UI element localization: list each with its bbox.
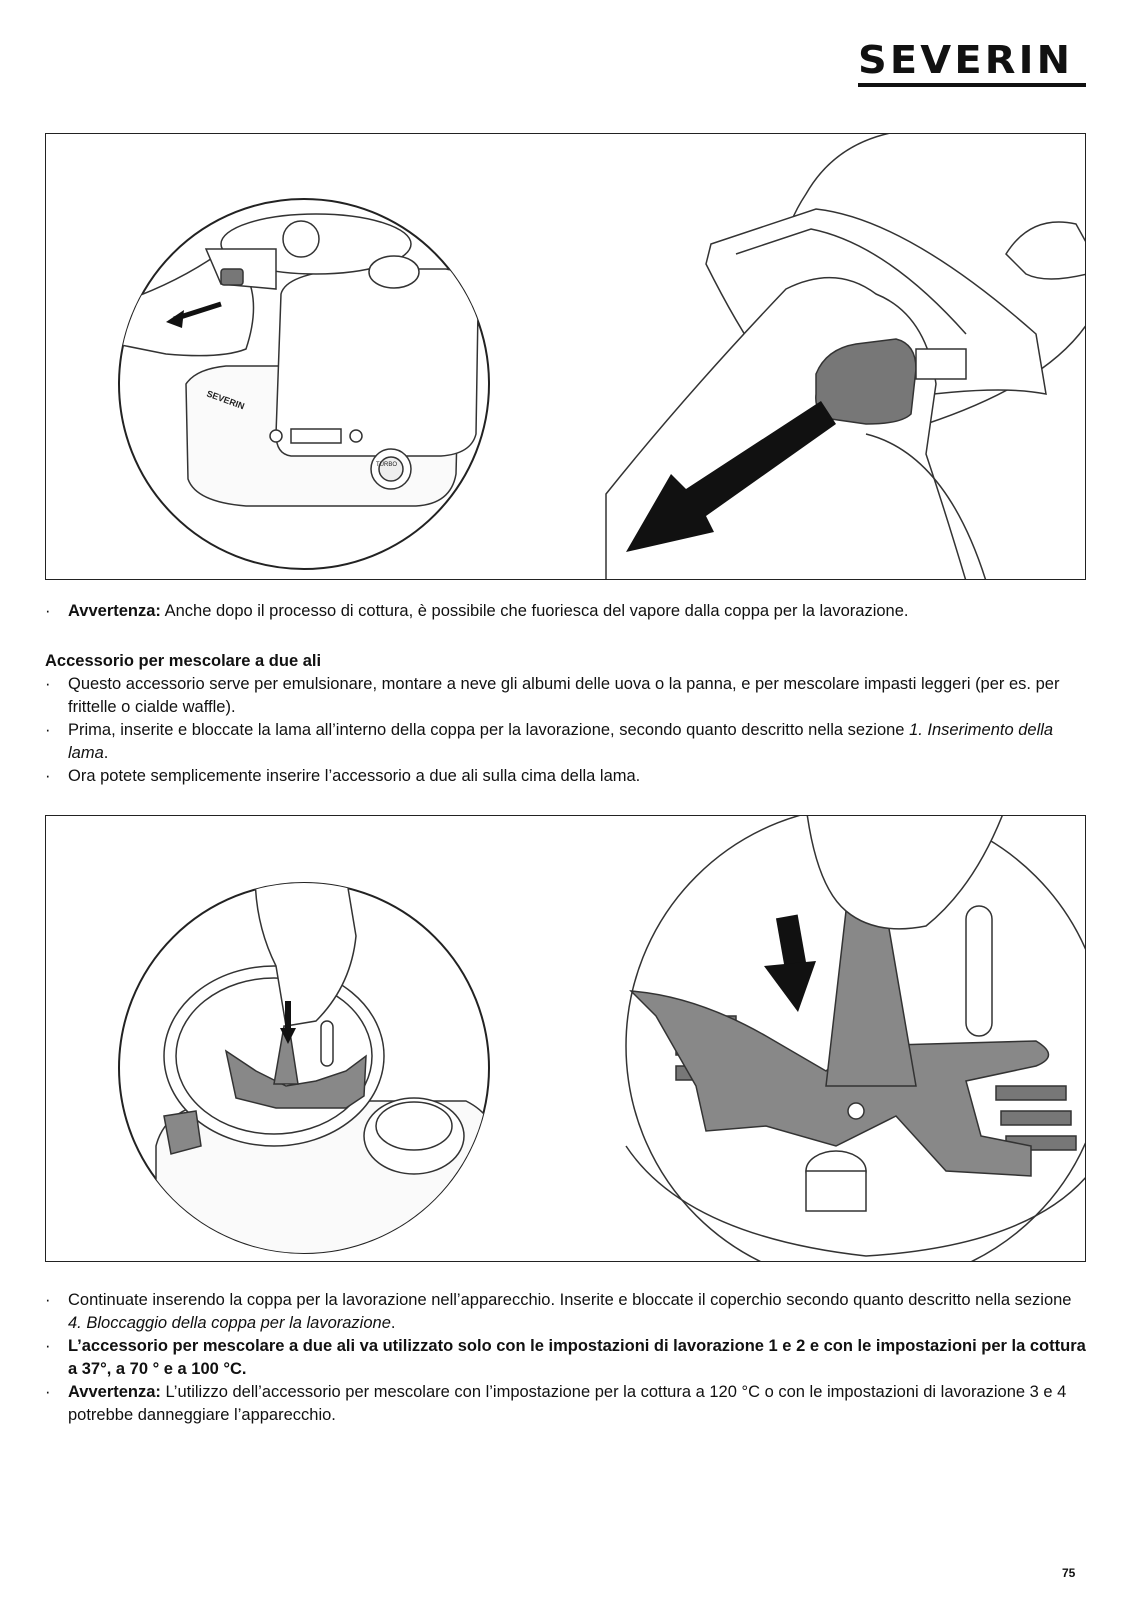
illustration-insert-mixer bbox=[118, 816, 1085, 1261]
dial-label: TURBO bbox=[376, 462, 397, 468]
logo-underline bbox=[858, 83, 1086, 87]
logo-text: SEVERIN bbox=[858, 38, 1074, 82]
item-text: Prima, inserite e bloccate la lama all’i… bbox=[68, 721, 910, 739]
item-text: Ora potete semplicemente inserire l’acce… bbox=[68, 767, 641, 785]
section-after: · Continuate inserendo la coppa per la l… bbox=[45, 1289, 1086, 1427]
illustration-release-bowl: SEVERIN TURBO bbox=[118, 134, 1085, 579]
item-text: Questo accessorio serve per emulsionare,… bbox=[68, 675, 1060, 716]
arrow-down-large-shaft bbox=[775, 914, 809, 978]
figure-release-bowl: SEVERIN TURBO bbox=[45, 133, 1086, 580]
warning-text: L’utilizzo dell’accessorio per mescolare… bbox=[68, 1383, 1067, 1424]
warning-label: Avvertenza: bbox=[68, 602, 161, 620]
item-tail: . bbox=[390, 1314, 396, 1332]
bullet: · bbox=[45, 721, 51, 739]
item-text: Continuate inserendo la coppa per la lav… bbox=[68, 1291, 1072, 1309]
list-item: · L’accessorio per mescolare a due ali v… bbox=[45, 1335, 1086, 1381]
list-item: · Questo accessorio serve per emulsionar… bbox=[45, 673, 1086, 719]
section-mixer: Accessorio per mescolare a due ali · Que… bbox=[45, 650, 1086, 788]
warning-label: Avvertenza: bbox=[68, 1383, 161, 1401]
arrow-down-small bbox=[280, 1028, 296, 1044]
arrow-large bbox=[626, 401, 836, 552]
item-bold-text: L’accessorio per mescolare a due ali va … bbox=[68, 1337, 1086, 1378]
arrowhead-small bbox=[166, 310, 184, 328]
list-item: · Ora potete semplicemente inserire l’ac… bbox=[45, 765, 1086, 788]
item-reference: 4. Bloccaggio della coppa per la lavoraz… bbox=[68, 1314, 391, 1332]
warning-text: Anche dopo il processo di cottura, è pos… bbox=[160, 602, 909, 620]
bullet: · bbox=[45, 1337, 51, 1355]
item-tail: . bbox=[103, 744, 109, 762]
warning-steam: · Avvertenza: Anche dopo il processo di … bbox=[45, 600, 1086, 623]
bullet: · bbox=[45, 767, 51, 785]
bullet: · bbox=[45, 1291, 51, 1309]
bullet: · bbox=[45, 1383, 51, 1401]
severin-logo: SEVERIN bbox=[858, 40, 1086, 88]
list-item: · Avvertenza: L’utilizzo dell’accessorio… bbox=[45, 1381, 1086, 1427]
mixer-detail bbox=[625, 816, 1085, 1261]
arrow-down-large bbox=[764, 961, 816, 1012]
list-item: · Continuate inserendo la coppa per la l… bbox=[45, 1289, 1086, 1335]
figure-insert-mixer bbox=[45, 815, 1086, 1262]
item-reference: 1. Inserimento della lama bbox=[68, 721, 1054, 762]
bullet: · bbox=[45, 675, 51, 693]
page-number: 75 bbox=[1062, 1566, 1076, 1580]
bullet: · bbox=[45, 602, 51, 620]
section-heading: Accessorio per mescolare a due ali bbox=[45, 652, 322, 670]
list-item: · Prima, inserite e bloccate la lama all… bbox=[45, 719, 1086, 765]
